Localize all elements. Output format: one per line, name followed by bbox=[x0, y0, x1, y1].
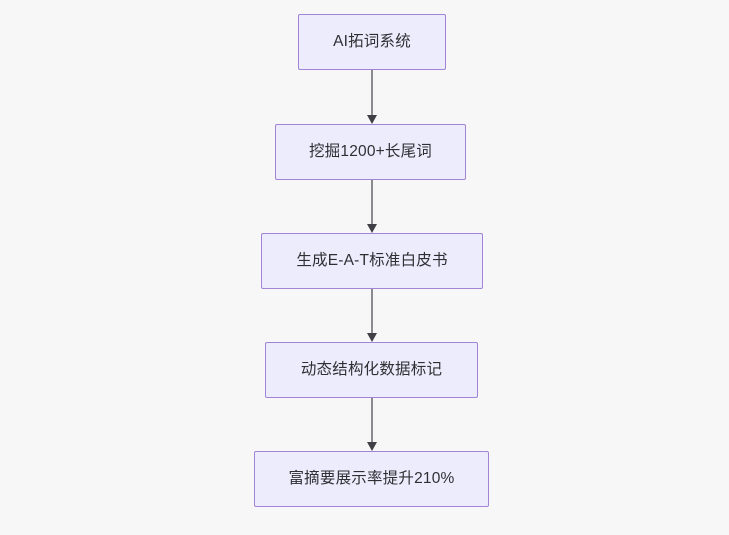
edge-line bbox=[371, 70, 373, 115]
flow-node-mine-longtail-keywords[interactable]: 挖掘1200+长尾词 bbox=[275, 124, 466, 180]
edge-line bbox=[371, 180, 373, 224]
flow-node-generate-eat-whitepaper[interactable]: 生成E-A-T标准白皮书 bbox=[261, 233, 483, 289]
arrowhead-icon bbox=[367, 224, 377, 233]
flow-node-ai-keyword-system[interactable]: AI拓词系统 bbox=[298, 14, 446, 70]
flow-node-label: AI拓词系统 bbox=[333, 33, 411, 51]
flow-node-rich-snippet-impression-uplift[interactable]: 富摘要展示率提升210% bbox=[254, 451, 489, 507]
edge-line bbox=[371, 398, 373, 442]
flow-node-label: 动态结构化数据标记 bbox=[300, 361, 443, 379]
flow-node-label: 挖掘1200+长尾词 bbox=[308, 143, 433, 161]
edge-line bbox=[371, 289, 373, 333]
arrowhead-icon bbox=[367, 333, 377, 342]
flow-node-label: 富摘要展示率提升210% bbox=[288, 470, 455, 488]
arrowhead-icon bbox=[367, 115, 377, 124]
arrowhead-icon bbox=[367, 442, 377, 451]
flow-node-dynamic-structured-data-markup[interactable]: 动态结构化数据标记 bbox=[265, 342, 478, 398]
flow-node-label: 生成E-A-T标准白皮书 bbox=[296, 252, 448, 270]
